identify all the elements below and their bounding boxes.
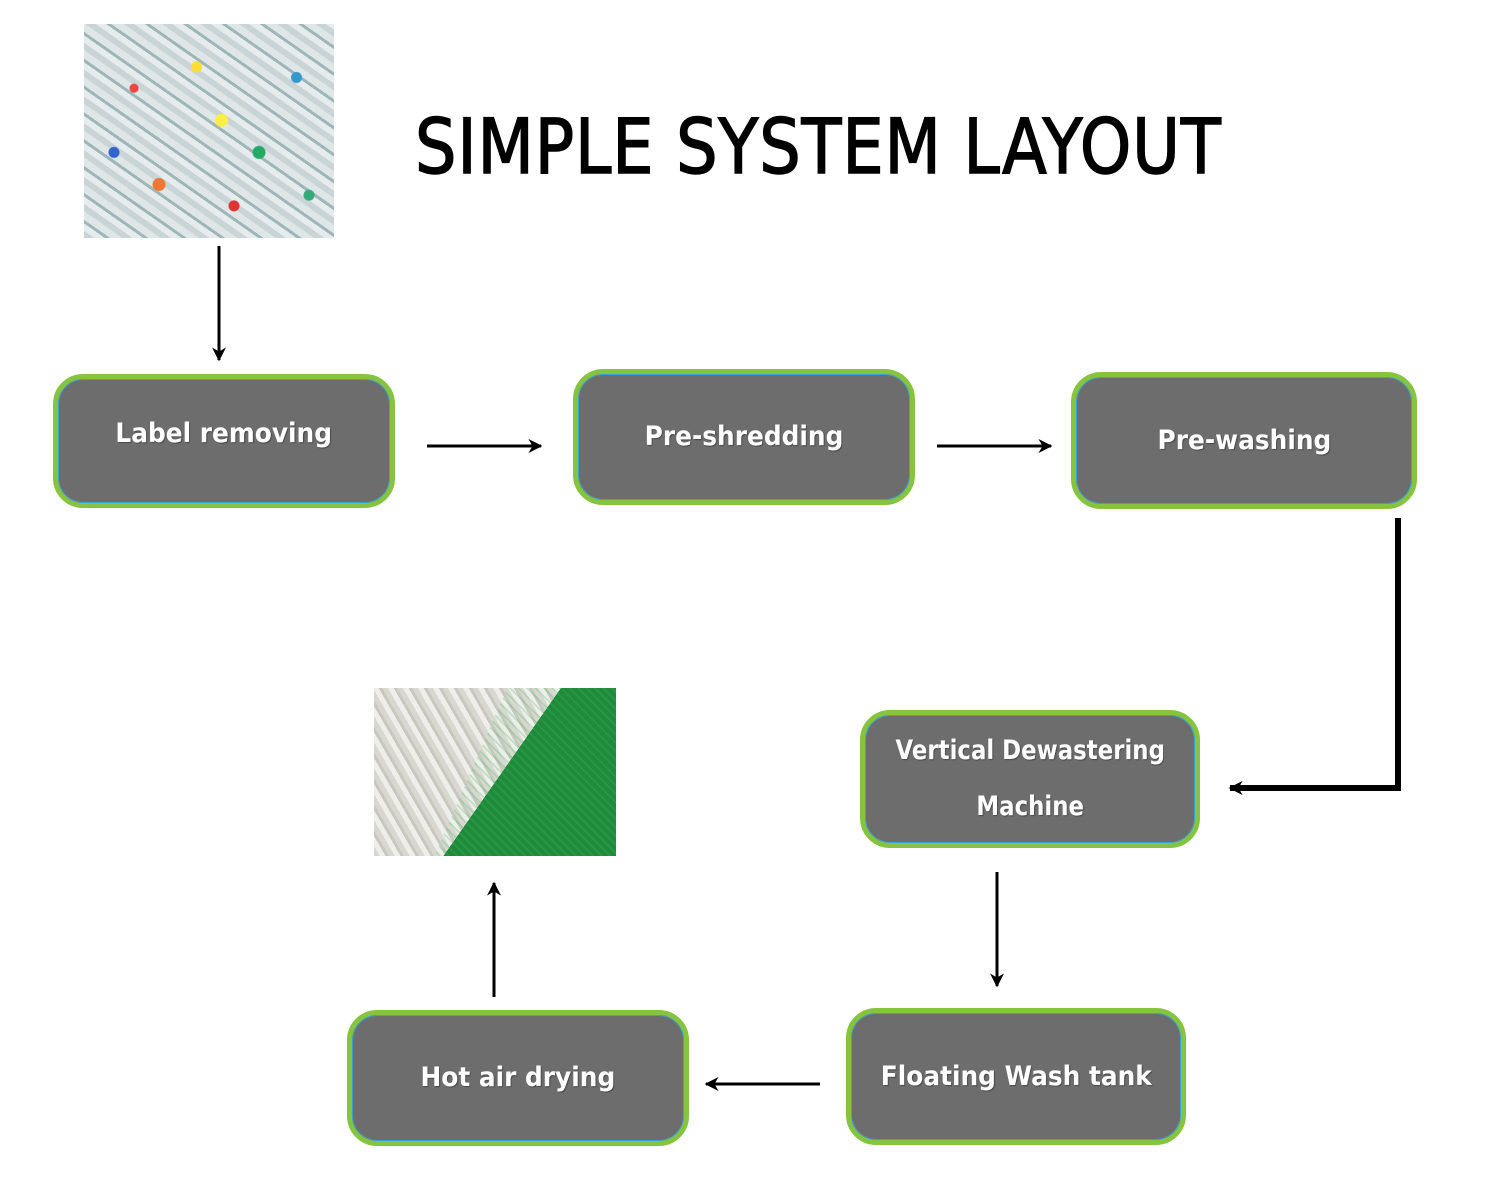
step-label-wrap: Vertical Dewastering Machine bbox=[884, 723, 1177, 835]
step-label: Pre-shredding bbox=[644, 421, 844, 452]
step-pre-shredding: Pre-shredding bbox=[573, 369, 915, 505]
step-floating-wash-tank: Floating Wash tank bbox=[846, 1008, 1186, 1145]
step-label-line-1: Vertical Dewastering bbox=[895, 735, 1165, 766]
step-vertical-dewatering-machine: Vertical Dewastering Machine bbox=[860, 710, 1200, 848]
step-label: Hot air drying bbox=[420, 1062, 616, 1093]
diagram-title: SIMPLE SYSTEM LAYOUT bbox=[414, 101, 1222, 192]
step-label-line-2: Machine bbox=[976, 791, 1084, 822]
plastic-bottles-image bbox=[84, 24, 334, 238]
arrow-pre-washing-to-dewatering bbox=[1228, 518, 1401, 795]
step-label-removing: Label removing bbox=[53, 374, 395, 508]
step-pre-washing: Pre-washing bbox=[1071, 372, 1417, 509]
plastic-flakes-image bbox=[374, 688, 616, 856]
step-label: Label removing bbox=[115, 418, 333, 449]
step-label: Pre-washing bbox=[1157, 424, 1331, 456]
step-label: Floating Wash tank bbox=[880, 1060, 1152, 1092]
step-hot-air-drying: Hot air drying bbox=[347, 1010, 689, 1146]
